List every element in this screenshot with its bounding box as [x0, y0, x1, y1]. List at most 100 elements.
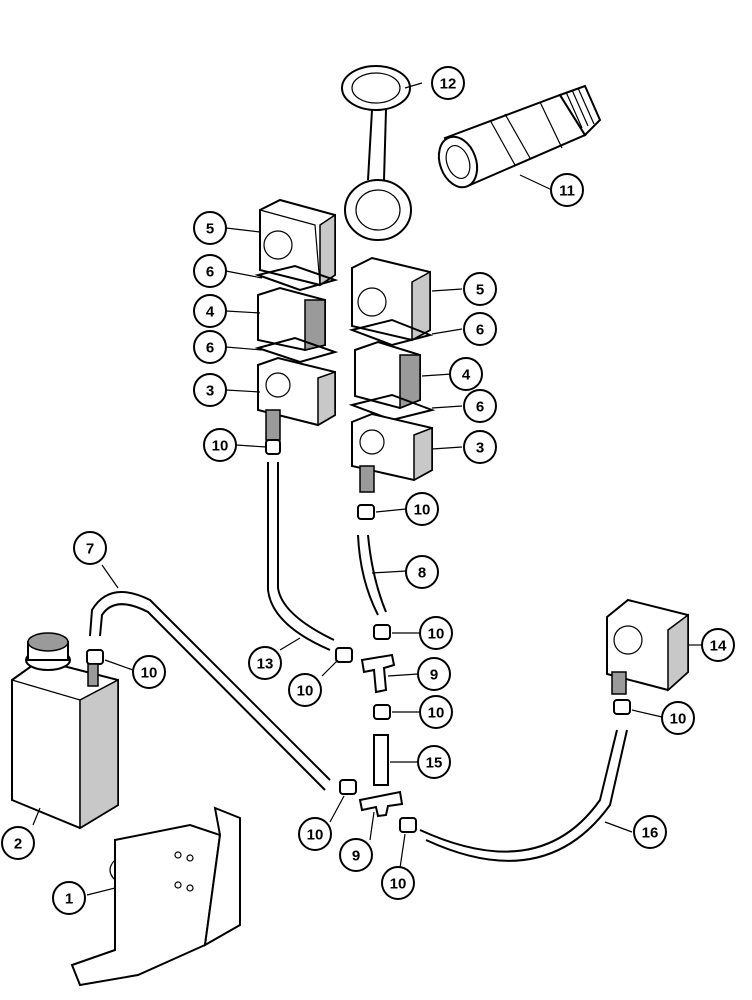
callout-label: 6 — [476, 399, 484, 416]
quick-coupler-part — [437, 84, 602, 189]
callout-c9b: 9 — [339, 838, 373, 872]
callout-label: 3 — [476, 440, 484, 457]
callout-c10e: 10 — [132, 655, 166, 689]
callout-circle — [463, 389, 497, 423]
callout-label: 11 — [559, 183, 575, 200]
callout-c1: 1 — [52, 881, 86, 915]
callout-label: 2 — [14, 836, 22, 853]
hoses — [89, 462, 628, 862]
callout-label: 9 — [352, 848, 360, 865]
callout-c7: 7 — [73, 531, 107, 565]
callout-circle — [550, 173, 584, 207]
callout-c11: 11 — [550, 173, 584, 207]
callout-label: 1 — [65, 891, 73, 908]
callout-c10c: 10 — [419, 616, 453, 650]
callout-circle — [701, 628, 735, 662]
bracket-part — [70, 806, 241, 987]
callout-circle — [419, 616, 453, 650]
callout-circle — [1, 826, 35, 860]
callout-label: 10 — [670, 711, 687, 728]
callout-circle — [288, 673, 322, 707]
callout-c10d: 10 — [419, 695, 453, 729]
callout-label: 10 — [428, 705, 445, 722]
callout-label: 4 — [462, 367, 471, 384]
callout-c10i: 10 — [661, 701, 695, 735]
callout-circle — [52, 881, 86, 915]
callout-c12: 12 — [431, 66, 465, 100]
callout-c10b: 10 — [405, 492, 439, 526]
callout-circle — [203, 428, 237, 462]
callout-label: 16 — [642, 825, 659, 842]
callout-c6d: 6 — [463, 389, 497, 423]
cap-strap-part — [341, 65, 412, 241]
callout-label: 10 — [141, 665, 158, 682]
callout-circle — [431, 66, 465, 100]
callout-label: 15 — [426, 755, 443, 772]
left-valve-stack — [254, 198, 339, 441]
callout-circle — [248, 646, 282, 680]
callout-c4b: 4 — [449, 357, 483, 391]
callout-c10h: 10 — [381, 866, 415, 900]
callout-c10g: 10 — [298, 817, 332, 851]
callout-c3b: 3 — [463, 430, 497, 464]
callout-circle — [298, 817, 332, 851]
fittings — [86, 439, 631, 833]
callout-c6c: 6 — [193, 330, 227, 364]
right-valve-stack — [348, 256, 436, 493]
callout-label: 13 — [257, 656, 274, 673]
callout-c5b: 5 — [463, 272, 497, 306]
callout-label: 7 — [86, 541, 94, 558]
callout-circle — [339, 838, 373, 872]
callout-label: 10 — [297, 683, 314, 700]
callout-circle — [449, 357, 483, 391]
callout-c13: 13 — [248, 646, 282, 680]
callout-c10f: 10 — [288, 673, 322, 707]
callout-circle — [381, 866, 415, 900]
callout-circle — [193, 373, 227, 407]
callout-c6a: 6 — [193, 254, 227, 288]
callout-label: 10 — [414, 502, 431, 519]
callout-c4a: 4 — [193, 294, 227, 328]
callout-circle — [419, 695, 453, 729]
callout-c2: 2 — [1, 826, 35, 860]
callout-circle — [463, 272, 497, 306]
callout-label: 10 — [307, 827, 324, 844]
callout-label: 14 — [710, 638, 727, 655]
callout-label: 10 — [212, 438, 229, 455]
callout-circle — [193, 294, 227, 328]
callout-circle — [193, 254, 227, 288]
callout-c5a: 5 — [193, 211, 227, 245]
callout-label: 3 — [206, 383, 214, 400]
callout-c16: 16 — [633, 815, 667, 849]
callout-circle — [417, 657, 451, 691]
callout-c10a: 10 — [203, 428, 237, 462]
callout-circle — [193, 211, 227, 245]
callout-circle — [417, 745, 451, 779]
reservoir-part — [11, 632, 119, 830]
callout-circle — [132, 655, 166, 689]
callout-c3a: 3 — [193, 373, 227, 407]
callout-circle — [193, 330, 227, 364]
callout-label: 9 — [430, 667, 438, 684]
callout-circle — [73, 531, 107, 565]
callout-label: 6 — [206, 264, 214, 281]
callout-circle — [463, 312, 497, 346]
callouts: 1233445566667899101010101010101010111213… — [1, 66, 735, 915]
callout-label: 5 — [476, 282, 484, 299]
callout-c15: 15 — [417, 745, 451, 779]
callout-label: 4 — [206, 304, 215, 321]
callout-circle — [405, 555, 439, 589]
valve-14-part — [606, 598, 689, 695]
callout-c9a: 9 — [417, 657, 451, 691]
callout-label: 10 — [390, 876, 407, 893]
callout-c6b: 6 — [463, 312, 497, 346]
callout-c8: 8 — [405, 555, 439, 589]
callout-label: 10 — [428, 626, 445, 643]
callout-label: 6 — [206, 340, 214, 357]
callout-circle — [463, 430, 497, 464]
callout-circle — [405, 492, 439, 526]
callout-label: 12 — [440, 76, 457, 93]
callout-circle — [633, 815, 667, 849]
callout-label: 6 — [476, 322, 484, 339]
